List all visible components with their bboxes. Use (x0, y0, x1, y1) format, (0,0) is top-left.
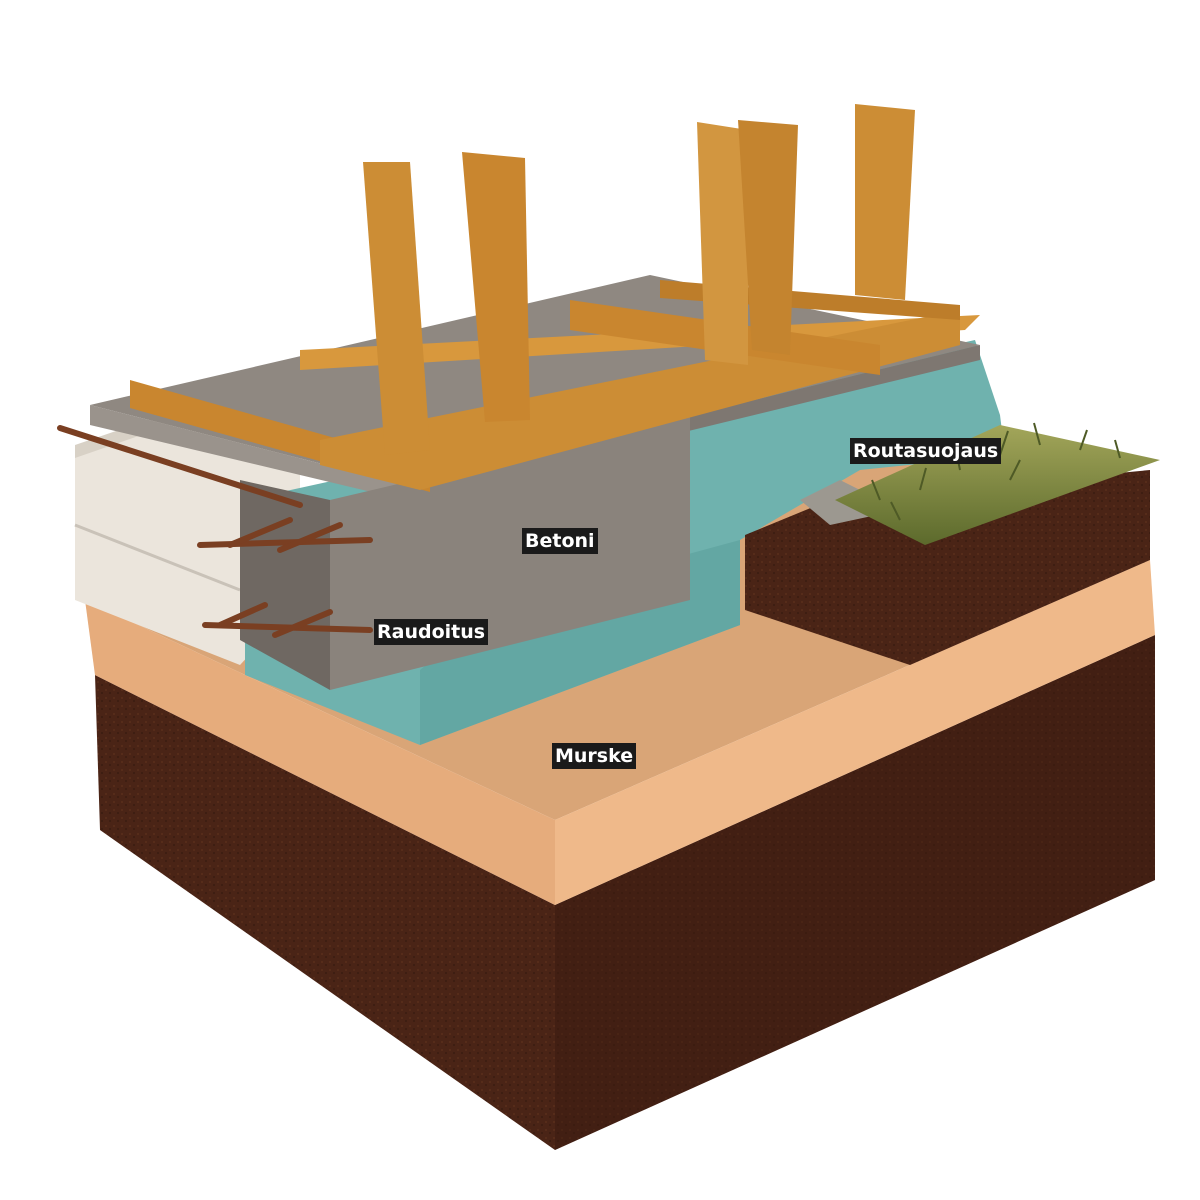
ground-with-grass (745, 422, 1160, 665)
label-betoni: Betoni (522, 528, 598, 554)
label-raudoitus: Raudoitus (374, 619, 489, 645)
label-routasuojaus: Routasuojaus (850, 438, 1002, 464)
label-murske: Murske (552, 743, 637, 769)
soil-layer (95, 635, 1155, 1150)
formwork-posts (363, 104, 915, 455)
rebar (57, 425, 373, 638)
